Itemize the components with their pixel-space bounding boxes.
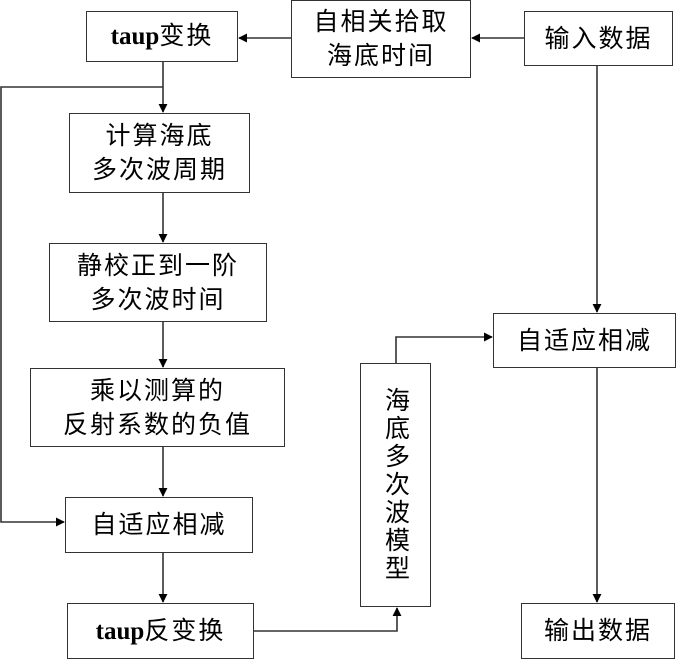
node-output-data: 输出数据 (521, 603, 675, 659)
node-adaptive-subtract-right: 自适应相减 (493, 313, 676, 368)
edge-taup-bypass-loop (0, 86, 163, 527)
node-label: 输出数据 (543, 616, 652, 645)
node-label: 自适应相减 (91, 510, 227, 539)
node-label: 海底多次波模型 (381, 387, 411, 583)
node-label: taup反变换 (95, 615, 226, 645)
latin-term: taup (110, 23, 160, 50)
node-label: taup变换 (110, 21, 214, 50)
node-label: 输入数据 (544, 23, 653, 53)
node-adaptive-subtract-left: 自适应相减 (65, 497, 253, 553)
node-inverse-taup: taup反变换 (67, 603, 254, 659)
node-label-line-2: 海底时间 (326, 41, 435, 70)
node-label-line-1: 自相关拾取 (313, 7, 449, 36)
node-multiple-model: 海底多次波模型 (360, 363, 431, 607)
edge-inverse-taup-to-model (254, 607, 402, 632)
node-label-line-1: 静校正到一阶 (76, 250, 239, 280)
latin-term: taup (95, 617, 145, 645)
node-taup-transform: taup变换 (86, 11, 238, 62)
node-label-line-2: 反射系数的负值 (62, 409, 252, 439)
node-calculate-period: 计算海底 多次波周期 (69, 113, 250, 193)
node-label-line-1: 乘以测算的 (89, 375, 225, 405)
node-autocorrelation-pick: 自相关拾取 海底时间 (291, 0, 471, 78)
node-label: 自适应相减 (516, 325, 652, 355)
node-static-correction: 静校正到一阶 多次波时间 (49, 243, 267, 322)
edge-model-to-adaptive-right (395, 332, 493, 363)
node-multiply-reflection: 乘以测算的 反射系数的负值 (30, 368, 285, 447)
node-label-line-2: 多次波时间 (90, 284, 226, 314)
node-label-line-2: 多次波周期 (91, 155, 227, 184)
node-label-line-1: 计算海底 (105, 121, 214, 150)
node-input-data: 输入数据 (524, 11, 673, 66)
